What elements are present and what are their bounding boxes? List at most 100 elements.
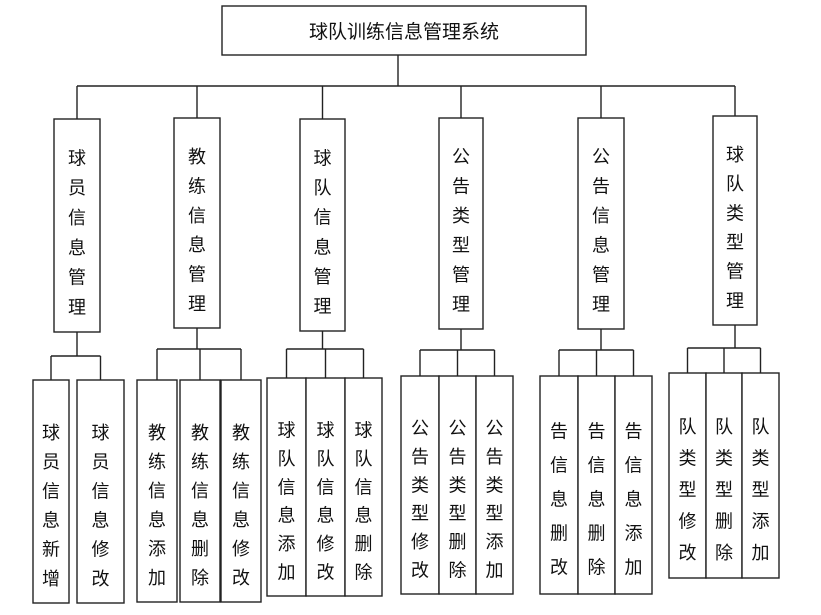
function-label-char: 球 [92, 423, 110, 444]
function-box [741, 372, 780, 579]
function-label-char: 练 [191, 452, 209, 473]
function-label-char: 加 [148, 568, 166, 589]
function-label-char: 增 [42, 569, 60, 590]
function-label-char: 型 [679, 480, 697, 501]
function-label-char: 告 [625, 421, 643, 442]
function-label-char: 信 [278, 477, 296, 498]
function-label: 公告类型添加 [486, 419, 504, 582]
function-box [76, 379, 125, 604]
function-label: 球队信息添加 [278, 421, 296, 584]
module-label-char: 球 [68, 148, 86, 169]
function-label-char: 信 [355, 477, 373, 498]
function-label-char: 修 [232, 539, 250, 560]
function-label-char: 息 [42, 511, 60, 532]
module-label-char: 管 [188, 264, 206, 285]
function-label: 教练信息删除 [191, 423, 209, 589]
function-label-char: 信 [625, 455, 643, 476]
function-label-char: 球 [317, 421, 335, 442]
function-box [577, 375, 616, 595]
function-label-char: 添 [625, 523, 643, 544]
module-label-char: 理 [314, 297, 332, 318]
module-label-char: 管 [314, 267, 332, 288]
function-label-char: 添 [278, 534, 296, 555]
module-label-char: 理 [726, 291, 744, 312]
function-label-char: 除 [355, 562, 373, 583]
function-label-char: 息 [355, 506, 373, 527]
module-label-char: 理 [452, 295, 470, 316]
module-label-char: 型 [726, 233, 744, 254]
module-box [712, 115, 758, 326]
module-label-char: 告 [592, 177, 610, 198]
function-label-char: 删 [191, 539, 209, 560]
function-label: 队类型修改 [679, 417, 697, 564]
module-label-char: 队 [314, 178, 332, 199]
module-label-char: 告 [452, 177, 470, 198]
module-label: 公告类型管理 [452, 147, 470, 316]
function-box [705, 372, 743, 579]
function-label-char: 信 [42, 481, 60, 502]
function-label-char: 改 [92, 569, 110, 590]
function-box [475, 375, 514, 595]
function-label-char: 教 [191, 423, 209, 444]
module-label-char: 型 [452, 236, 470, 257]
function-label-char: 息 [278, 506, 296, 527]
module-box [173, 117, 221, 329]
function-nodes: 球员信息新增球员信息修改教练信息添加教练信息删除教练信息修改球队信息添加球队信息… [32, 372, 780, 604]
function-label-char: 类 [449, 475, 467, 496]
module-label: 公告信息管理 [592, 147, 610, 316]
function-label: 公告类型删除 [449, 419, 467, 582]
function-label-char: 公 [449, 419, 467, 440]
module-label: 球队信息管理 [314, 148, 332, 317]
function-label-char: 改 [550, 557, 568, 578]
module-label-char: 信 [188, 206, 206, 227]
function-label-char: 加 [625, 557, 643, 578]
root-node: 球队训练信息管理系统 [221, 5, 587, 56]
function-label-char: 修 [92, 540, 110, 561]
module-label-char: 信 [68, 208, 86, 229]
function-label-char: 除 [715, 543, 733, 564]
module-box [299, 118, 346, 332]
function-label-char: 型 [411, 504, 429, 525]
module-box [53, 118, 101, 333]
function-label-char: 改 [232, 568, 250, 589]
module-label-char: 息 [68, 238, 86, 259]
function-label-char: 息 [148, 510, 166, 531]
module-label-char: 信 [592, 206, 610, 227]
function-label-char: 型 [486, 504, 504, 525]
function-label-char: 员 [92, 452, 110, 473]
function-label-char: 信 [588, 455, 606, 476]
module-label-char: 练 [188, 176, 206, 197]
function-label-char: 加 [752, 543, 770, 564]
function-label-char: 型 [715, 480, 733, 501]
function-label: 教练信息修改 [232, 423, 250, 589]
function-label-char: 信 [550, 455, 568, 476]
module-label-char: 管 [452, 265, 470, 286]
module-label-char: 类 [452, 206, 470, 227]
function-box [614, 375, 653, 595]
function-label-char: 告 [486, 447, 504, 468]
function-label-char: 添 [752, 511, 770, 532]
function-label-char: 删 [715, 511, 733, 532]
function-label: 球队信息修改 [317, 421, 335, 584]
module-label-char: 公 [592, 147, 610, 168]
function-label-char: 改 [411, 560, 429, 581]
function-label-char: 信 [92, 481, 110, 502]
module-label: 球队类型管理 [726, 145, 744, 312]
function-label-char: 型 [449, 504, 467, 525]
module-label-char: 球 [726, 145, 744, 166]
function-label: 球员信息修改 [92, 423, 110, 590]
function-label-char: 队 [715, 417, 733, 438]
function-label: 告信息删除 [588, 421, 606, 578]
module-label-char: 队 [726, 174, 744, 195]
function-label: 教练信息添加 [148, 423, 166, 589]
function-label-char: 息 [588, 489, 606, 510]
function-label: 公告类型修改 [411, 419, 429, 582]
module-label-char: 球 [314, 148, 332, 169]
function-label-char: 修 [411, 532, 429, 553]
root-title: 球队训练信息管理系统 [309, 21, 499, 43]
function-label-char: 告 [449, 447, 467, 468]
function-box [539, 375, 579, 595]
function-label-char: 告 [550, 421, 568, 442]
function-label: 球队信息删除 [355, 421, 373, 584]
